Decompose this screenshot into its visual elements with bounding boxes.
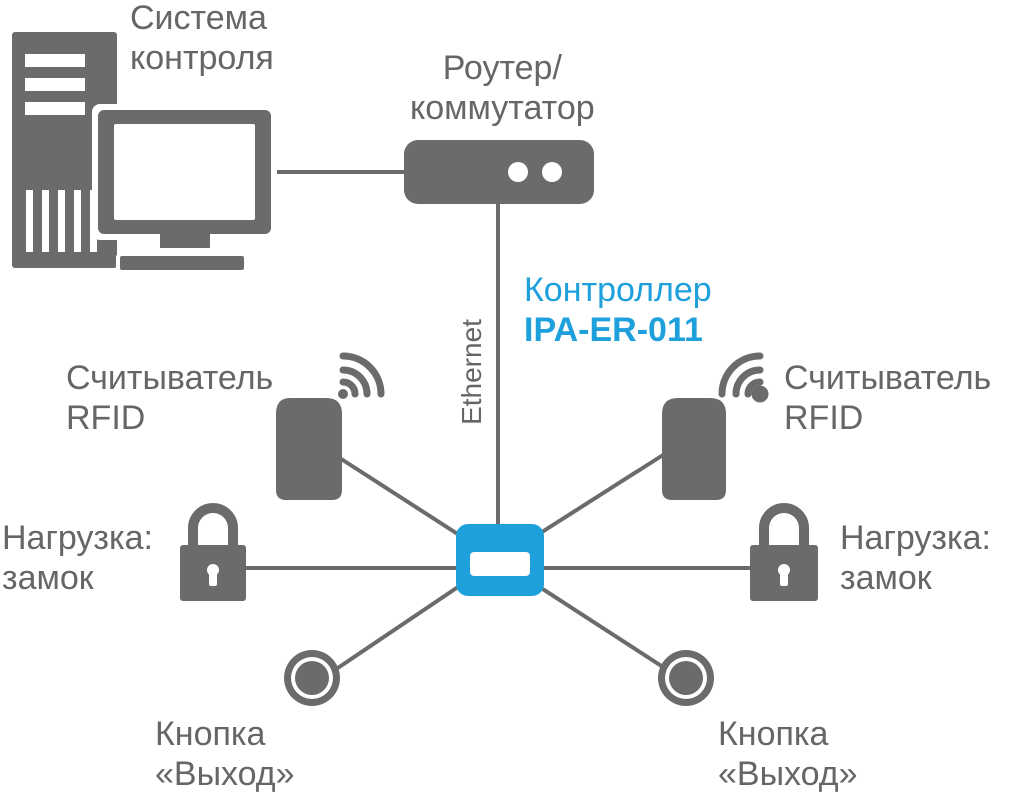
computer-icon (12, 32, 277, 270)
button-right-label-line1: Кнопка (718, 715, 829, 753)
reader-right-label-line1: Считыватель (784, 359, 992, 397)
router-label-line1: Роутер/ (442, 49, 562, 87)
controller-label: Контроллер IPA-ER-011 (524, 270, 712, 350)
rfid-reader-right-icon (662, 352, 769, 500)
controller-model-label: IPA-ER-011 (524, 311, 703, 349)
control-system-label-line1: Система (130, 0, 267, 37)
button-right-label-line2: «Выход» (718, 755, 858, 793)
controller-label-line1: Контроллер (524, 271, 712, 309)
lock-right-label: Нагрузка: замок (840, 518, 991, 598)
lock-left-label-line2: замок (2, 559, 94, 597)
controller-icon (456, 524, 544, 596)
reader-right-label-line2: RFID (784, 399, 864, 437)
control-system-label: Система контроля (130, 0, 274, 78)
control-system-label-line2: контроля (130, 39, 274, 77)
button-left-label-line1: Кнопка (155, 715, 266, 753)
router-icon (404, 140, 594, 204)
ethernet-label: Ethernet (456, 319, 487, 425)
lock-left-icon (180, 503, 246, 601)
lock-right-icon (750, 503, 818, 601)
reader-left-label-line1: Считыватель (66, 359, 274, 397)
router-label: Роутер/ коммутатор (410, 48, 595, 128)
reader-left-label: Считыватель RFID (66, 358, 273, 438)
lock-right-label-line1: Нагрузка: (840, 519, 991, 557)
rfid-reader-left-icon (276, 352, 385, 500)
reader-left-label-line2: RFID (66, 399, 146, 437)
button-right-label: Кнопка «Выход» (718, 714, 858, 794)
lock-left-label-line1: Нагрузка: (2, 519, 153, 557)
reader-right-label: Считыватель RFID (784, 358, 991, 438)
button-left-label: Кнопка «Выход» (155, 714, 295, 794)
lock-right-label-line2: замок (840, 559, 932, 597)
button-left-label-line2: «Выход» (155, 755, 295, 793)
router-label-line2: коммутатор (410, 89, 595, 127)
exit-button-right-icon (658, 650, 714, 706)
lock-left-label: Нагрузка: замок (2, 518, 153, 598)
exit-button-left-icon (284, 650, 340, 706)
